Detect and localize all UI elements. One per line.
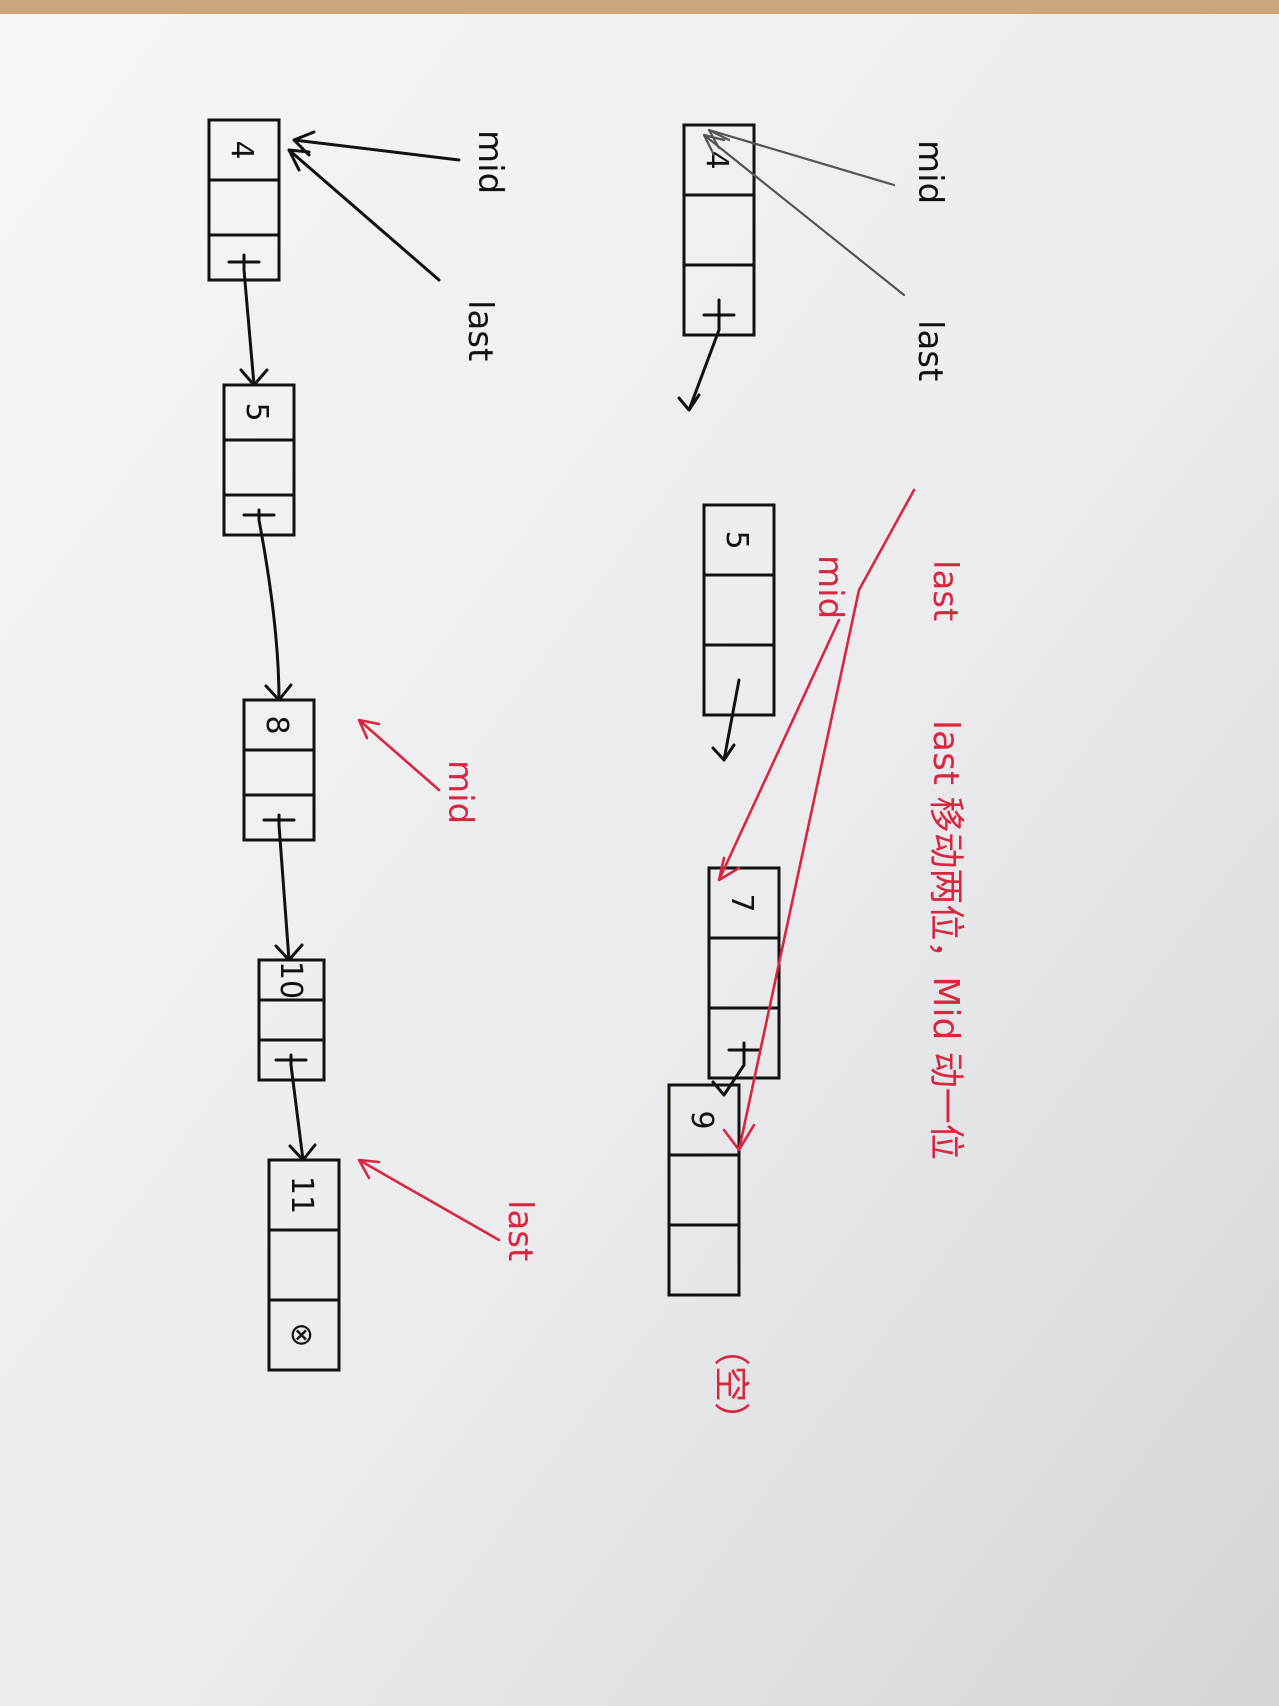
red-label-last: last: [925, 560, 965, 621]
node-value: 8: [259, 715, 294, 734]
next-arrow-b-5-8: [242, 508, 293, 702]
red-last-arrow-bottom: [357, 1158, 501, 1242]
red-last-arrow: [722, 488, 916, 1152]
last-pointer-arrow-top: [702, 133, 906, 297]
node-value: 4: [224, 140, 259, 159]
null-marker: ⊗: [284, 1322, 319, 1347]
node-bottom-11: 11 ⊗: [267, 1158, 341, 1372]
next-arrow-b-4-5: [227, 253, 269, 387]
node-top-7: 7: [707, 866, 781, 1080]
node-top-5: 5: [702, 503, 776, 717]
next-arrow-b-10-11: [274, 1053, 317, 1162]
node-value: 7: [724, 893, 759, 912]
label-mid-bottom: mid: [470, 130, 510, 194]
next-arrow-7-9: [711, 1041, 761, 1097]
node-value: 10: [273, 961, 308, 999]
next-arrow-4-5: [677, 298, 736, 412]
top-linked-list: 4 5 7 9: [667, 123, 781, 1297]
rotated-diagram: 4 5 7 9: [207, 118, 966, 1438]
node-value: 11: [284, 1176, 319, 1214]
note-end: （空）: [710, 1330, 751, 1438]
node-top-9: 9: [667, 1083, 741, 1297]
red-label-mid-bottom: mid: [440, 760, 480, 824]
red-mid-arrow: [717, 618, 841, 882]
node-top-4: 4: [682, 123, 756, 337]
red-mid-arrow-bottom: [357, 718, 441, 792]
label-mid-top: mid: [910, 140, 950, 204]
red-label-mid: mid: [810, 555, 850, 619]
bottom-linked-list: 4 5 8 10: [207, 118, 341, 1372]
node-bottom-5: 5: [222, 383, 296, 537]
last-pointer-arrow-bottom: [287, 148, 441, 282]
node-value: 5: [239, 402, 274, 421]
node-value: 5: [719, 530, 754, 549]
node-value: 9: [684, 1110, 719, 1129]
note-main: last 移动两位，Mid 动一位: [925, 720, 966, 1160]
label-last-bottom: last: [460, 300, 500, 361]
node-value: 4: [699, 150, 734, 169]
next-arrow-b-8-10: [262, 813, 304, 962]
desk-edge: [0, 0, 1279, 14]
next-arrow-5-7: [711, 678, 741, 762]
red-label-last-bottom: last: [500, 1200, 540, 1261]
label-last-top: last: [910, 320, 950, 381]
node-bottom-4: 4: [207, 118, 281, 282]
